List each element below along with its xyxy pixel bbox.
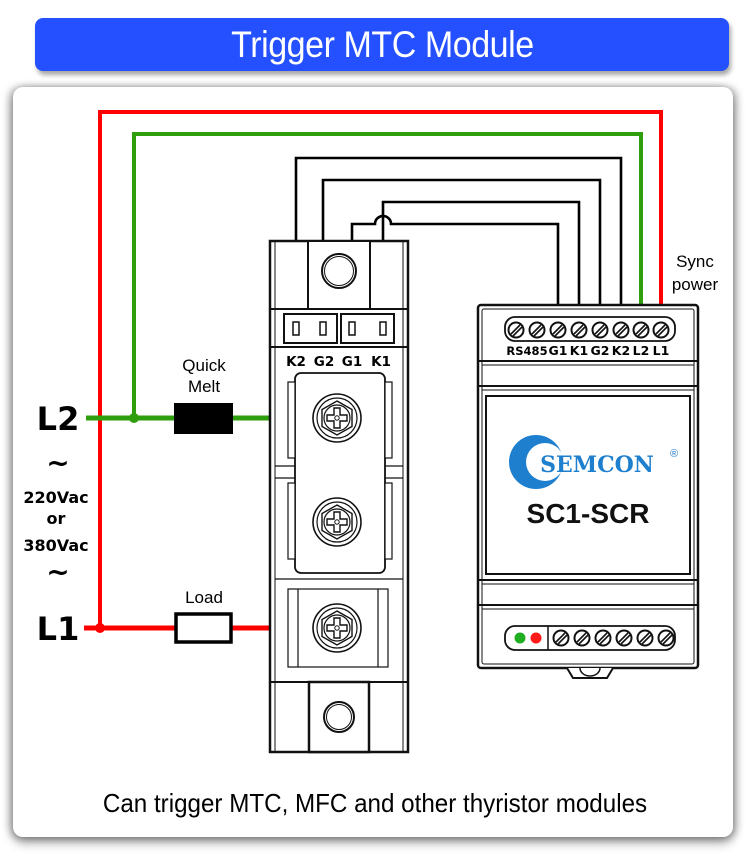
led-green	[514, 632, 526, 644]
bottom-screw	[615, 629, 633, 647]
terminal-screw-2	[312, 497, 362, 547]
tilde-top: ~	[46, 446, 69, 479]
wire-g1	[350, 214, 560, 330]
load-label: Load	[185, 588, 223, 607]
fuse-label-1: Quick	[182, 356, 226, 375]
junction-l2	[129, 413, 139, 423]
mtc-label-k1: K1	[371, 354, 391, 370]
voltage-220: 220Vac	[23, 488, 88, 507]
bottom-screw	[636, 629, 654, 647]
screw-rs485-b	[528, 321, 546, 339]
label-l1: L1	[653, 343, 670, 358]
title-banner: Trigger MTC Module	[35, 18, 729, 71]
label-rs485: RS485	[506, 344, 547, 358]
led-red	[530, 632, 542, 644]
bottom-screw	[552, 629, 570, 647]
tilde-bottom: ~	[46, 555, 69, 588]
screw-l2	[632, 321, 650, 339]
voltage-or: or	[47, 509, 66, 528]
junction-l1	[95, 623, 105, 633]
label-g1: G1	[549, 343, 568, 358]
terminal-screw-1	[312, 393, 362, 443]
supply-l2-label: L2	[37, 400, 80, 438]
screw-l1	[652, 321, 670, 339]
din-clip	[566, 667, 614, 679]
mtc-label-k2: K2	[286, 354, 306, 370]
semcon-logo: SEMCON ®	[509, 435, 678, 489]
bottom-screw	[573, 629, 591, 647]
bottom-screw	[594, 629, 612, 647]
supply-l1-label: L1	[37, 610, 80, 648]
pin-g1	[348, 321, 356, 336]
screw-k2	[612, 321, 630, 339]
voltage-380: 380Vac	[23, 536, 88, 555]
label-k1: K1	[570, 343, 588, 358]
terminal-screw-3	[312, 603, 362, 653]
model-name: SC1-SCR	[527, 498, 650, 529]
fuse-label-2: Melt	[188, 377, 220, 396]
label-k2: K2	[612, 343, 630, 358]
footer-caption: Can trigger MTC, MFC and other thyristor…	[102, 788, 648, 818]
screw-rs485-a	[507, 321, 525, 339]
sync-label-1: Sync	[676, 252, 714, 271]
mount-hole-top	[321, 253, 357, 289]
mtc-label-g2: G2	[314, 354, 334, 370]
pin-g2	[319, 321, 327, 336]
screw-g2	[591, 321, 609, 339]
sc1-scr-controller: RS485 G1 K1 G2 K2 L2 L1	[476, 303, 700, 679]
brand-name: SEMCON	[540, 452, 654, 478]
bottom-screw	[657, 629, 675, 647]
pin-k1	[379, 321, 387, 336]
screw-g1	[549, 321, 567, 339]
label-l2: L2	[633, 343, 650, 358]
mount-hole-bottom	[323, 701, 355, 733]
controller-terminal-labels: RS485 G1 K1 G2 K2 L2 L1	[506, 343, 669, 358]
load-resistor	[174, 612, 233, 644]
screw-k1	[570, 321, 588, 339]
fuse-quick-melt	[174, 403, 233, 434]
registered-mark: ®	[670, 448, 678, 460]
page-title: Trigger MTC Module	[230, 23, 534, 65]
mtc-terminal-labels: K2 G2 G1 K1	[286, 354, 391, 370]
label-g2: G2	[591, 343, 610, 358]
pin-k2	[292, 321, 300, 336]
mtc-module	[268, 239, 410, 754]
sync-label-2: power	[672, 275, 719, 294]
mtc-label-g1: G1	[342, 354, 362, 370]
